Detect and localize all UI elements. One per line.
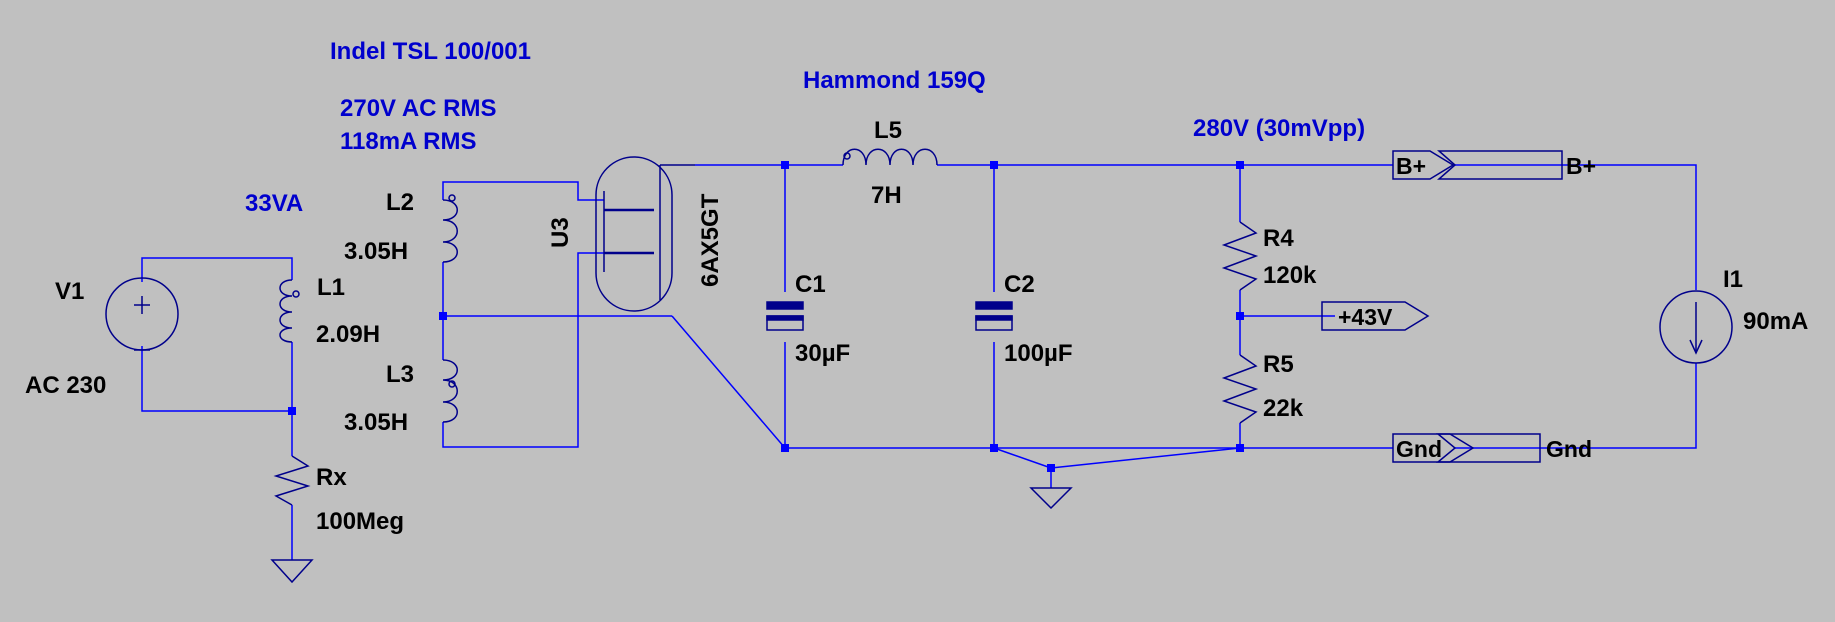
l5-name: L5 (874, 117, 902, 144)
c1-value: 30µF (795, 340, 850, 367)
r4-name: R4 (1263, 225, 1294, 252)
net-label-43v[interactable]: +43V (1338, 304, 1393, 330)
net-label-bplus-in[interactable]: B+ (1566, 153, 1596, 179)
junction-c2-bottom[interactable] (990, 444, 998, 452)
polarized-capacitor-icon[interactable] (766, 301, 804, 331)
i1-name: I1 (1723, 266, 1743, 293)
inductor-icon[interactable] (279, 279, 300, 343)
junction-r4-r5[interactable] (1236, 312, 1244, 320)
dual-diode-tube-icon[interactable] (595, 156, 695, 312)
current-source-icon[interactable] (1659, 290, 1733, 364)
c2-name: C2 (1004, 271, 1035, 298)
l5-value: 7H (871, 182, 902, 209)
net-flag-icon (1321, 150, 1563, 463)
inductor-icon[interactable] (442, 194, 458, 263)
l1-name: L1 (317, 274, 345, 301)
secondary-voltage-note: 270V AC RMS (340, 95, 497, 122)
output-voltage-note: 280V (30mVpp) (1193, 115, 1365, 142)
l3-name: L3 (386, 361, 414, 388)
junction-r4-top[interactable] (1236, 161, 1244, 169)
resistor-icon[interactable] (1221, 354, 1259, 424)
l3-value: 3.05H (344, 409, 408, 436)
v1-name: V1 (55, 278, 84, 305)
rx-value: 100Meg (316, 508, 404, 535)
junction-c1-bottom[interactable] (781, 444, 789, 452)
l2-name: L2 (386, 189, 414, 216)
choke-model-note: Hammond 159Q (803, 67, 986, 94)
wire-i1-bottom[interactable] (1455, 363, 1697, 449)
wire-l2-top[interactable] (442, 181, 604, 201)
junctions (288, 161, 1244, 472)
transformer-model-note: Indel TSL 100/001 (330, 38, 531, 65)
ac-voltage-source-icon[interactable] (105, 277, 179, 351)
c1-name: C1 (795, 271, 826, 298)
r4-value: 120k (1263, 262, 1317, 289)
wire-i1-top[interactable] (1455, 164, 1697, 290)
junction-centertap[interactable] (439, 312, 447, 320)
resistor-icon[interactable] (1221, 221, 1259, 291)
i1-value: 90mA (1743, 308, 1808, 335)
ground-icon (1029, 487, 1073, 510)
u3-name: U3 (547, 217, 574, 248)
junction-c1-top[interactable] (781, 161, 789, 169)
wire-gnd-symbol-left[interactable] (993, 447, 1052, 469)
resistor-icon[interactable] (273, 455, 311, 506)
secondary-current-note: 118mA RMS (340, 128, 477, 155)
wire-gnd-symbol-right[interactable] (1050, 447, 1241, 469)
net-label-gnd-in[interactable]: Gnd (1546, 436, 1592, 462)
wire-centertap-gnd[interactable] (671, 315, 786, 449)
l1-value: 2.09H (316, 321, 380, 348)
junction-gnd[interactable] (1047, 464, 1055, 472)
r5-name: R5 (1263, 351, 1294, 378)
inductor-icon[interactable] (842, 148, 938, 166)
wire-v1-bottom[interactable] (141, 346, 292, 412)
inductor-icon[interactable] (442, 359, 458, 423)
net-label-bplus-out[interactable]: B+ (1396, 153, 1426, 179)
u3-value: 6AX5GT (697, 193, 724, 287)
rx-name: Rx (316, 464, 347, 491)
junction-l1-rx[interactable] (288, 407, 296, 415)
v1-value: AC 230 (25, 372, 106, 399)
ground-icon (270, 559, 314, 584)
power-rating-note: 33VA (245, 190, 303, 217)
wire-l3-bottom[interactable] (442, 252, 604, 448)
l2-value: 3.05H (344, 238, 408, 265)
junction-r5-bottom[interactable] (1236, 444, 1244, 452)
net-label-gnd-out[interactable]: Gnd (1396, 436, 1442, 462)
polarized-capacitor-icon[interactable] (975, 301, 1013, 331)
wires (141, 164, 1697, 560)
wire-v1-top[interactable] (141, 257, 293, 282)
junction-c2-top[interactable] (990, 161, 998, 169)
c2-value: 100µF (1004, 340, 1073, 367)
r5-value: 22k (1263, 395, 1304, 422)
